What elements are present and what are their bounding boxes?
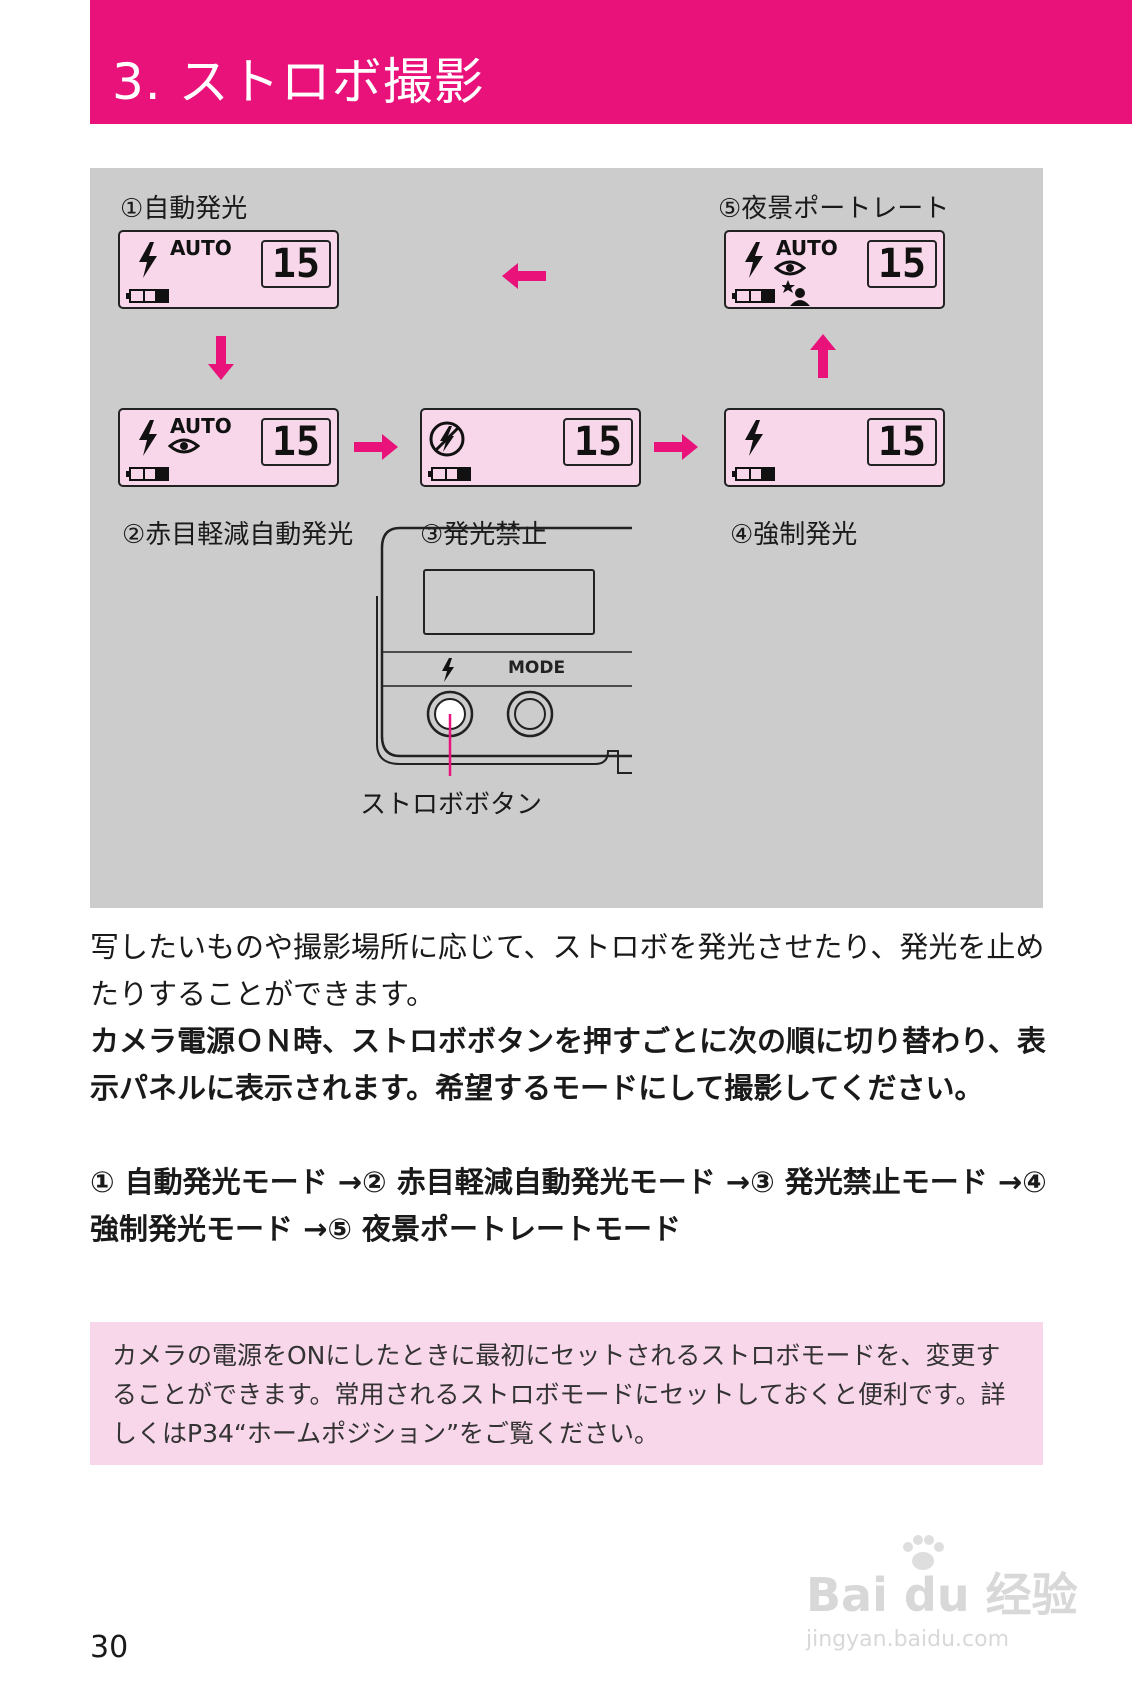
- battery-icon: [126, 467, 169, 481]
- arrow-left-icon: [502, 263, 546, 289]
- mode-button-label: MODE: [508, 658, 566, 678]
- mode-sequence: ① 自動発光モード →② 赤目軽減自動発光モード →③ 発光禁止モード →④ 強…: [90, 1165, 1047, 1246]
- flash-icon: [139, 242, 157, 278]
- lcd-panel-forced-flash: 15: [724, 408, 945, 487]
- arrow-right-icon: [654, 434, 698, 460]
- watermark-logo: Bai du 经验: [806, 1568, 1078, 1622]
- watermark: Bai du 经验 jingyan.baidu.com: [798, 1535, 1088, 1665]
- battery-icon: [732, 289, 775, 303]
- flash-icon: [139, 420, 157, 456]
- paw-icon: [903, 1535, 944, 1570]
- lcd-panel-flash-off: 15: [420, 408, 641, 487]
- note-text: カメラの電源をONにしたときに最初にセットされるストロボモードを、変更することが…: [112, 1341, 1006, 1448]
- section-title: 3. ストロボ撮影: [112, 53, 485, 111]
- mode-caption-night-portrait: ⑤夜景ポートレート: [718, 194, 950, 224]
- flash-mode-figure: ①自動発光 AUTO 15 ⑤夜景ポートレート AUTO 15 AUTO 15 …: [90, 168, 1043, 908]
- shot-counter: 15: [261, 418, 331, 466]
- mode-caption-red-eye: ②赤目軽減自動発光: [122, 520, 354, 550]
- shot-counter: 15: [867, 240, 937, 288]
- night-portrait-icon: [782, 280, 810, 306]
- shot-counter: 15: [563, 418, 633, 466]
- arrow-down-icon: [208, 336, 234, 380]
- lcd-panel-night-portrait: AUTO 15: [724, 230, 945, 309]
- flash-button-caption: ストロボボタン: [360, 790, 543, 820]
- intro-paragraph: 写したいものや撮影場所に応じて、ストロボを発光させたり、発光を止めたりすることが…: [90, 930, 1045, 1011]
- auto-label: AUTO: [170, 414, 232, 438]
- flash-icon: [745, 420, 763, 456]
- flash-icon: [745, 242, 763, 278]
- mode-caption-flash-off: ③発光禁止: [420, 520, 548, 550]
- arrow-up-icon: [810, 334, 836, 378]
- shot-counter: 15: [867, 418, 937, 466]
- shot-counter: 15: [261, 240, 331, 288]
- auto-label: AUTO: [170, 236, 232, 260]
- battery-icon: [126, 289, 169, 303]
- arrow-right-icon: [354, 434, 398, 460]
- flash-off-icon: [429, 421, 465, 457]
- lcd-panel-red-eye: AUTO 15: [118, 408, 339, 487]
- page-number: 30: [90, 1630, 129, 1665]
- mode-caption-auto: ①自動発光: [120, 194, 248, 224]
- section-header: 3. ストロボ撮影: [90, 0, 1132, 124]
- camera-back-illustration: [376, 526, 632, 776]
- lcd-panel-auto: AUTO 15: [118, 230, 339, 309]
- note-box: カメラの電源をONにしたときに最初にセットされるストロボモードを、変更することが…: [90, 1322, 1043, 1465]
- red-eye-icon: [168, 438, 200, 454]
- instruction-paragraph: カメラ電源ＯＮ時、ストロボボタンを押すごとに次の順に切り替わり、表示パネルに表示…: [90, 1024, 1046, 1105]
- auto-label: AUTO: [776, 236, 838, 260]
- flash-icon: [442, 658, 454, 682]
- red-eye-icon: [774, 260, 806, 276]
- battery-icon: [732, 467, 775, 481]
- watermark-url: jingyan.baidu.com: [806, 1627, 1010, 1652]
- battery-icon: [428, 467, 471, 481]
- mode-caption-forced-flash: ④強制発光: [730, 520, 858, 550]
